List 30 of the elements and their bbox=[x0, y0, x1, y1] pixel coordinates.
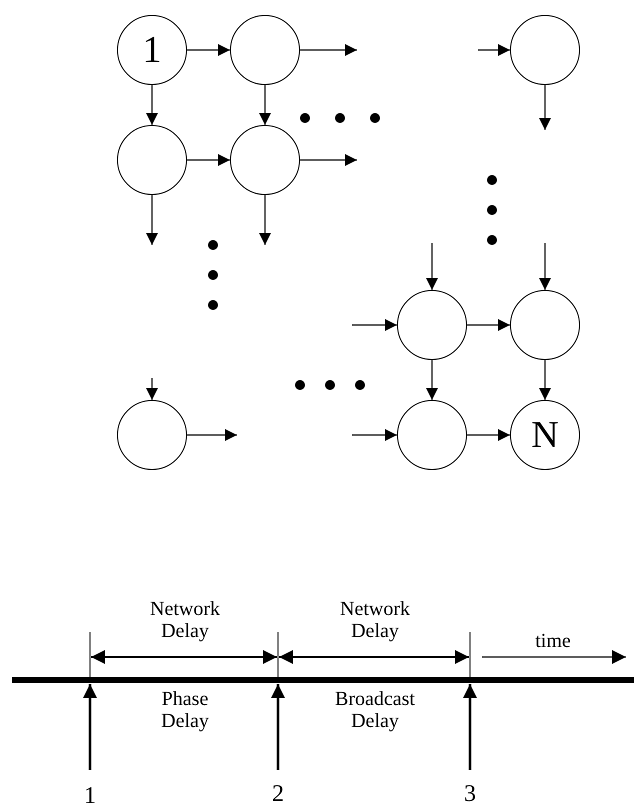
arrow bbox=[478, 44, 510, 56]
arrow bbox=[426, 360, 438, 400]
node-circle: 1 bbox=[117, 15, 187, 85]
marker-number: 1 bbox=[84, 785, 96, 807]
time-label: time bbox=[535, 630, 571, 652]
arrow bbox=[539, 360, 551, 400]
arrow bbox=[187, 154, 230, 166]
time-label: Broadcast Delay bbox=[335, 688, 415, 732]
arrow bbox=[259, 195, 271, 245]
arrow bbox=[146, 378, 158, 400]
arrow bbox=[539, 85, 551, 130]
marker-number: 2 bbox=[272, 783, 284, 805]
arrow bbox=[352, 429, 397, 441]
arrow bbox=[300, 154, 357, 166]
arrow bbox=[467, 319, 510, 331]
arrow bbox=[187, 429, 237, 441]
arrow bbox=[426, 243, 438, 290]
time-label: Network Delay bbox=[340, 598, 410, 642]
time-label: Phase Delay bbox=[161, 688, 209, 732]
arrow bbox=[300, 44, 357, 56]
arrow bbox=[146, 85, 158, 125]
arrow bbox=[467, 429, 510, 441]
arrow bbox=[187, 44, 230, 56]
time-label: Network Delay bbox=[150, 598, 220, 642]
arrow bbox=[146, 195, 158, 245]
arrow bbox=[259, 85, 271, 125]
arrow bbox=[539, 243, 551, 290]
node-circle: N bbox=[510, 400, 580, 470]
marker-number: 3 bbox=[464, 783, 476, 805]
arrow bbox=[352, 319, 397, 331]
